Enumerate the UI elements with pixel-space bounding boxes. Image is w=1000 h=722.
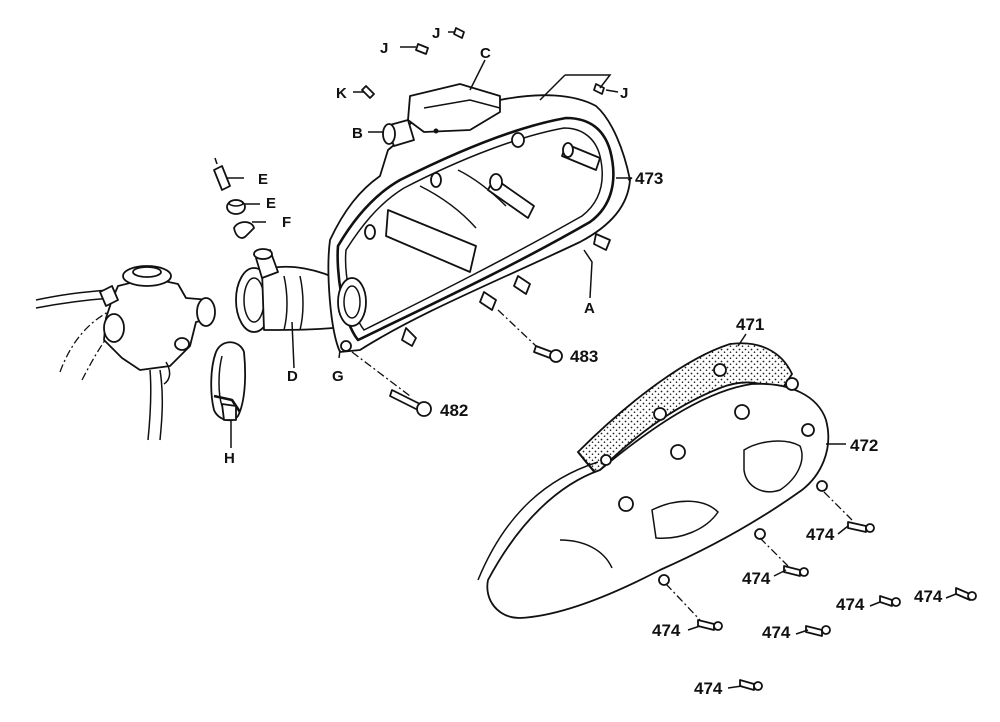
hose-clamp [210,341,247,448]
label-k: K [336,85,347,102]
label-j-3: J [620,85,628,102]
label-h: H [224,450,235,467]
label-471: 471 [736,315,764,334]
part-labels: J J J K C B E E F 473 A D G H 483 482 47… [224,25,943,698]
label-j-2: J [432,25,440,42]
label-474-4: 474 [762,623,791,642]
label-b: B [352,125,363,142]
label-474-1: 474 [806,525,835,544]
label-e-1: E [258,171,268,188]
label-a: A [584,300,595,317]
label-j-1: J [380,40,388,57]
label-474-5: 474 [836,595,865,614]
label-d: D [287,368,298,385]
label-483: 483 [570,347,598,366]
screws [361,27,977,691]
carburetor [35,265,216,441]
label-e-2: E [266,195,276,212]
label-f: F [282,214,291,231]
label-474-2: 474 [742,569,771,588]
air-cleaner-case [327,83,631,353]
label-473: 473 [635,169,663,188]
label-474-7: 474 [694,679,723,698]
label-474-6: 474 [914,587,943,606]
label-474-3: 474 [652,621,681,640]
small-fittings [213,157,255,239]
intake-tube [235,248,351,369]
air-cleaner-cover [477,363,830,619]
label-482: 482 [440,401,468,420]
label-472: 472 [850,436,878,455]
label-c: C [480,45,491,62]
leader-lines [226,31,957,689]
label-g: G [332,368,344,385]
